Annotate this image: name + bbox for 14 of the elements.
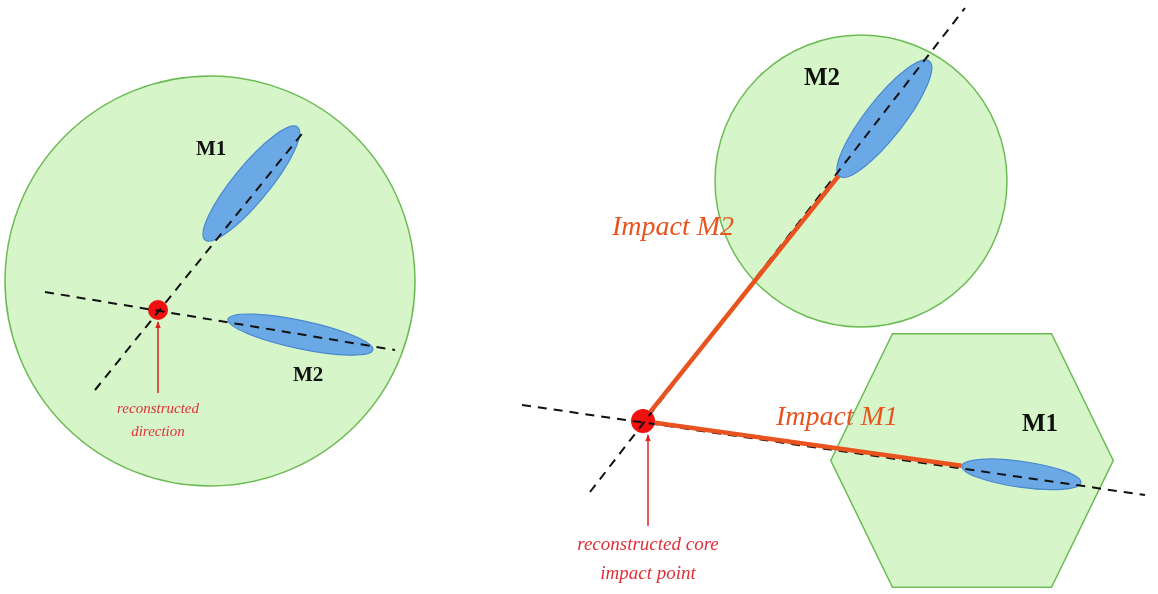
arrow bbox=[645, 434, 651, 527]
telescope-label: M2 bbox=[293, 364, 324, 385]
edge-label: Impact M1 bbox=[776, 402, 899, 430]
telescope-label: M1 bbox=[1022, 410, 1059, 435]
impact-point-dot bbox=[148, 300, 168, 320]
arrow bbox=[155, 321, 161, 394]
camera-field-circle bbox=[4, 75, 416, 487]
connector-line bbox=[654, 420, 962, 468]
connector-line bbox=[648, 174, 841, 413]
telescope-label: M2 bbox=[804, 64, 841, 89]
annotation-text: reconstructed direction bbox=[103, 397, 213, 442]
impact-point-dot bbox=[631, 409, 655, 433]
annotation-text: reconstructed core impact point bbox=[563, 530, 733, 587]
telescope-label: M1 bbox=[196, 138, 227, 159]
